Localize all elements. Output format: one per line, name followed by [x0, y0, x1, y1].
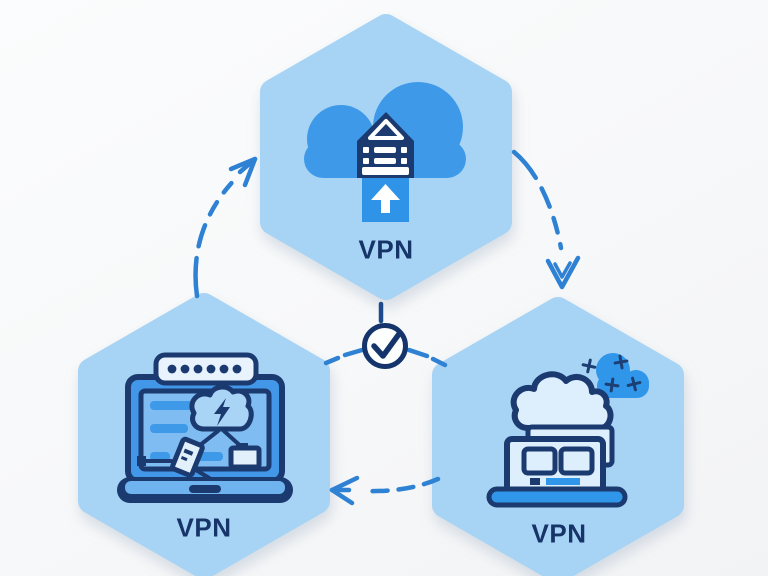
- arrow-top-to-right: [511, 149, 581, 290]
- screen-window-right: [558, 446, 595, 476]
- screen-text-bars: [150, 401, 223, 461]
- arrowhead-down: [545, 255, 581, 290]
- network-node-square: [137, 456, 146, 466]
- cloud-upload-server-icon: [304, 82, 466, 222]
- arrow-left-to-top: [193, 156, 258, 299]
- sparkle-plus-icons: [581, 354, 642, 393]
- label-right-vpn: VPN: [531, 518, 587, 549]
- tilted-card: [170, 436, 205, 478]
- password-field: [153, 352, 259, 386]
- laptop-base: [117, 477, 293, 503]
- laptop-screen-front: [504, 436, 606, 494]
- cloud-sync-laptop-icon: [486, 353, 649, 508]
- network-device-node: [228, 443, 262, 470]
- center-dashes-sides: [323, 347, 448, 368]
- check-mark: [371, 331, 402, 359]
- laptop-base-bar: [486, 486, 628, 508]
- laptop-password-network-icon: [117, 352, 293, 503]
- lightning-bolt-icon: [214, 398, 230, 426]
- cloud-shape: [304, 82, 466, 178]
- server-building: [357, 112, 414, 178]
- big-cloud: [510, 371, 614, 431]
- arrow-right-to-left: [329, 475, 441, 506]
- cloud-bolt: [189, 384, 254, 432]
- small-sync-cloud: [581, 353, 649, 398]
- password-dots: [167, 364, 242, 374]
- checkmark-circle-icon: [323, 301, 448, 369]
- screen-window-left: [521, 446, 558, 476]
- label-left-vpn: VPN: [176, 512, 232, 543]
- label-top-vpn: VPN: [358, 234, 414, 265]
- upload-arrow-panel: [362, 176, 409, 222]
